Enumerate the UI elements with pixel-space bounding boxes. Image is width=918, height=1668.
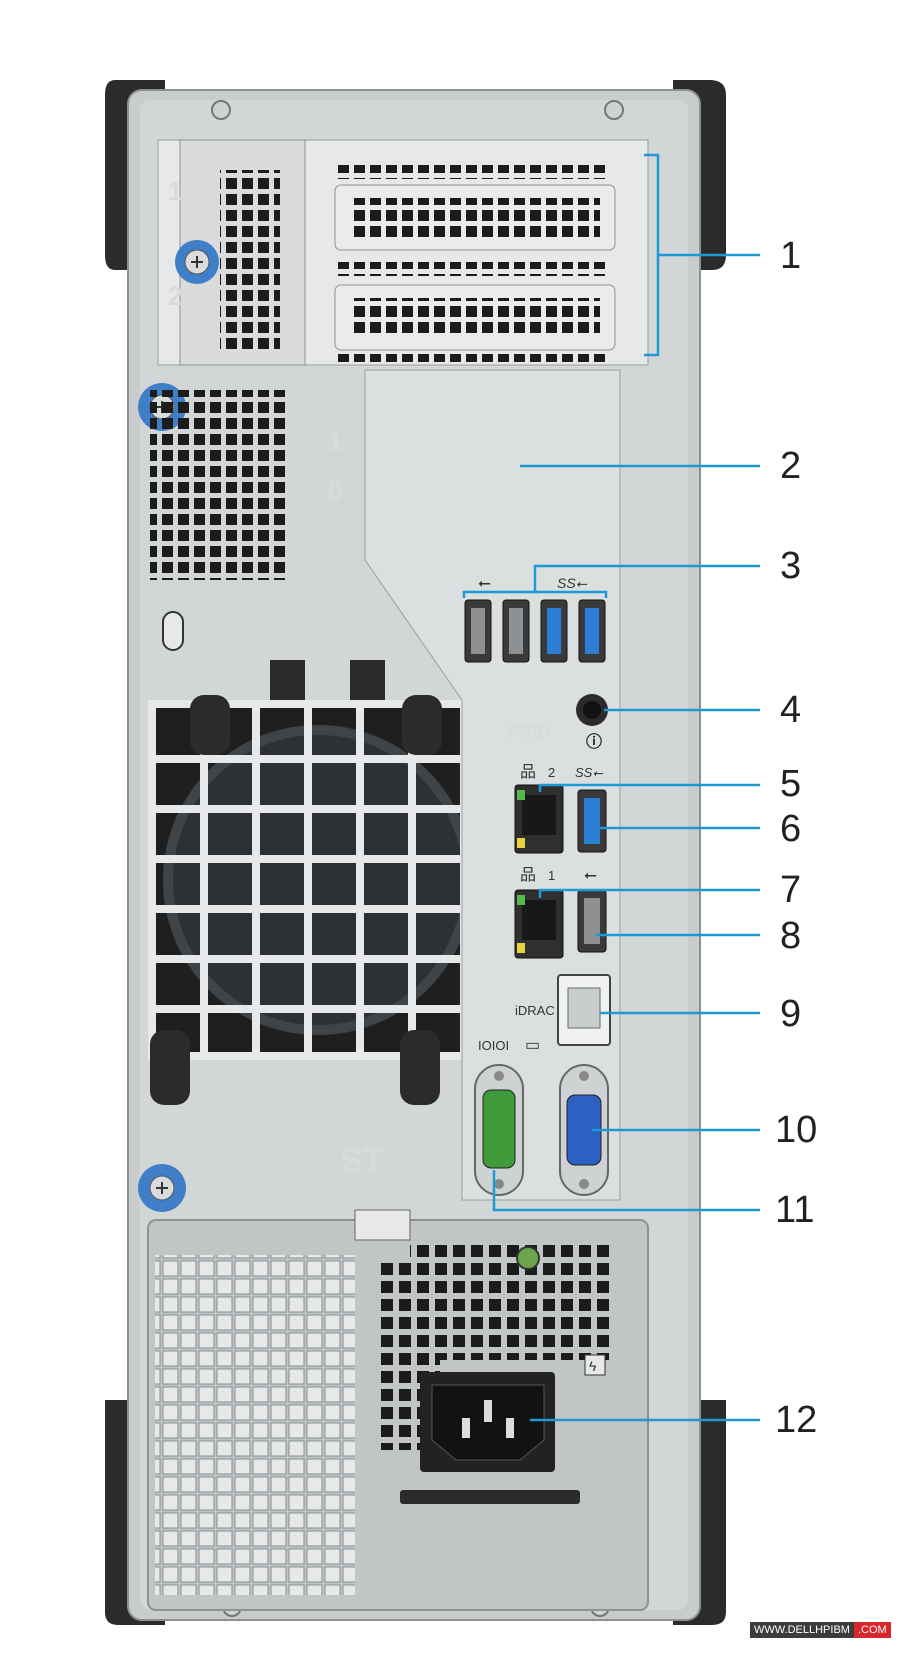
upper-left-vent (150, 390, 288, 580)
callout-number-9: 9 (780, 993, 801, 1035)
fan-latch-bottom-right (400, 1030, 440, 1105)
psu-power-icon-box (584, 1354, 606, 1376)
nic-2-label: 2 (548, 765, 555, 780)
slot-vent-mid (335, 262, 605, 276)
callout-number-2: 2 (780, 445, 801, 487)
usb3-ss-icon: SS⭠ (557, 575, 588, 591)
info-icon: ⓘ (586, 732, 602, 751)
slot-2-label: 2 (168, 281, 182, 311)
callout-line-11 (492, 1170, 760, 1212)
fan-latch-top-left (190, 695, 230, 755)
drive-bay-1-label: 1 (328, 426, 342, 456)
idrac-port: iDRAC (515, 974, 611, 1046)
callout-line-1 (644, 153, 760, 357)
callout-number-4: 4 (780, 689, 801, 731)
fan-latch-top-right (402, 695, 442, 755)
callout-lines (462, 153, 760, 1422)
idrac-label: iDRAC (515, 1003, 555, 1018)
system-fan-grille (148, 660, 488, 1105)
source-watermark: WWW.DELLHPIBM .COM (750, 1622, 891, 1638)
psu-status-led (516, 1246, 540, 1270)
fan-blades (163, 725, 473, 1035)
callout-numbers: 1 2 3 4 5 6 7 8 9 10 11 12 (775, 235, 817, 1441)
callout-number-11: 11 (775, 1189, 814, 1231)
drive-bay-0-label: 0 (328, 476, 342, 506)
power-bolt-icon: ϟ (589, 1358, 597, 1374)
serial-port (474, 1064, 524, 1196)
watermark-tld: .COM (853, 1622, 891, 1638)
io-panel: ⭠ SS⭠ ⓘ PPID 品 2 SS⭠ 品 1 (364, 369, 621, 1201)
riser-vent (220, 170, 280, 350)
callout-number-1: 1 (780, 235, 801, 277)
callout-number-3: 3 (780, 545, 801, 587)
ppid-label: PPID (508, 722, 550, 742)
fan-latch-bottom-left (150, 1030, 190, 1105)
ac-power-inlet (431, 1384, 545, 1461)
usb3-rear-ss-icon: SS⭠ (575, 765, 603, 780)
vga-monitor-icon: ▭ (525, 1037, 540, 1054)
chassis-screw-top-left (211, 100, 231, 120)
system-id-button: ⓘ (576, 694, 608, 751)
riser-thumbscrew (175, 240, 219, 284)
nic-port-1: 品 1 (514, 867, 564, 959)
chassis-frame-top-left (105, 80, 165, 270)
power-supply-unit: ϟ (147, 1209, 649, 1611)
side-panel-thumbscrew-bottom (138, 1164, 186, 1212)
callout-line-3 (462, 564, 760, 598)
slot-2-vent (350, 298, 600, 338)
callout-number-8: 8 (780, 915, 801, 957)
psu-release-tab (354, 1209, 411, 1241)
usb-ports-front-group: ⭠ SS⭠ (464, 575, 606, 663)
psu-vent-right (410, 1240, 610, 1360)
chassis-screw-top-right (604, 100, 624, 120)
callout-number-6: 6 (780, 808, 801, 850)
kensington-lock-slot (162, 611, 184, 651)
slot-1-label: 1 (168, 176, 182, 206)
callout-line-5 (538, 783, 760, 792)
callout-number-5: 5 (780, 763, 801, 805)
nic-port-2: 品 2 (514, 764, 564, 854)
callout-line-7 (538, 888, 760, 898)
slot-1-vent (350, 198, 600, 238)
service-tag-label: ST (340, 1142, 384, 1180)
callout-number-10: 10 (775, 1109, 817, 1151)
psu-handle (400, 1490, 580, 1504)
io-panel-plate (364, 369, 621, 1201)
nic-2-network-icon: 品 (520, 764, 536, 781)
callout-number-7: 7 (780, 869, 801, 911)
chassis-frame-bottom-left (105, 1400, 165, 1625)
slot-vent-bottom (335, 350, 605, 362)
usb2-icon: ⭠ (478, 575, 491, 592)
psu-vent-left (155, 1255, 355, 1595)
nic-1-label: 1 (548, 868, 555, 883)
callout-number-12: 12 (775, 1399, 817, 1441)
fan-clip-right (350, 660, 385, 700)
usb3-port-rear: SS⭠ (575, 765, 607, 853)
usb2-port-rear: ⭠ (577, 867, 607, 953)
watermark-domain: WWW.DELLHPIBM (750, 1622, 854, 1638)
pcie-expansion-slots: 1 2 (157, 139, 649, 366)
chassis-frame-bottom-right (673, 1400, 726, 1625)
chassis-frame-top-right (673, 80, 726, 270)
nic-1-network-icon: 品 (520, 867, 536, 884)
vga-port (559, 1064, 609, 1196)
slot-vent-top (335, 165, 605, 179)
fan-clip-left (270, 660, 305, 700)
usb2-rear-icon: ⭠ (584, 867, 597, 884)
serial-port-label: IOIOI (478, 1038, 509, 1053)
